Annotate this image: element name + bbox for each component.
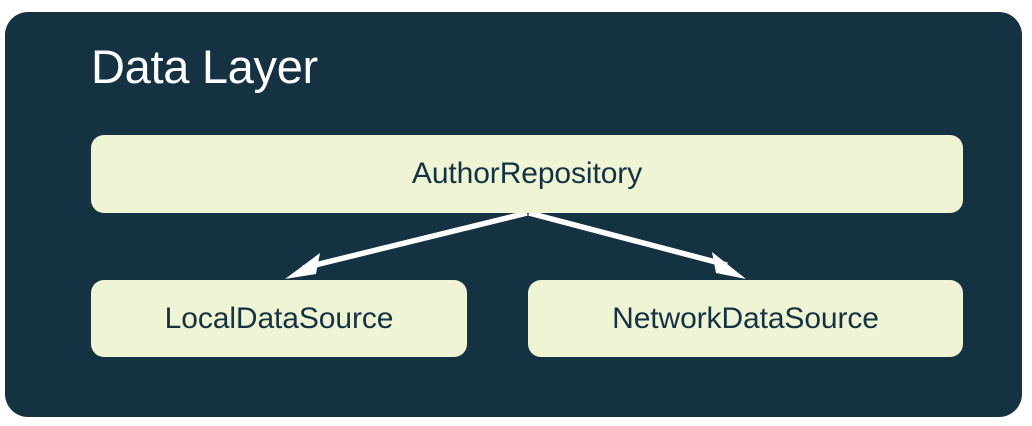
node-author-repository[interactable]: AuthorRepository [91, 135, 963, 213]
node-network-data-source[interactable]: NetworkDataSource [528, 280, 963, 357]
page-title: Data Layer [91, 40, 318, 93]
node-label: NetworkDataSource [612, 301, 879, 335]
node-local-data-source[interactable]: LocalDataSource [91, 280, 467, 357]
node-label: LocalDataSource [164, 301, 394, 335]
node-label: AuthorRepository [411, 157, 643, 190]
